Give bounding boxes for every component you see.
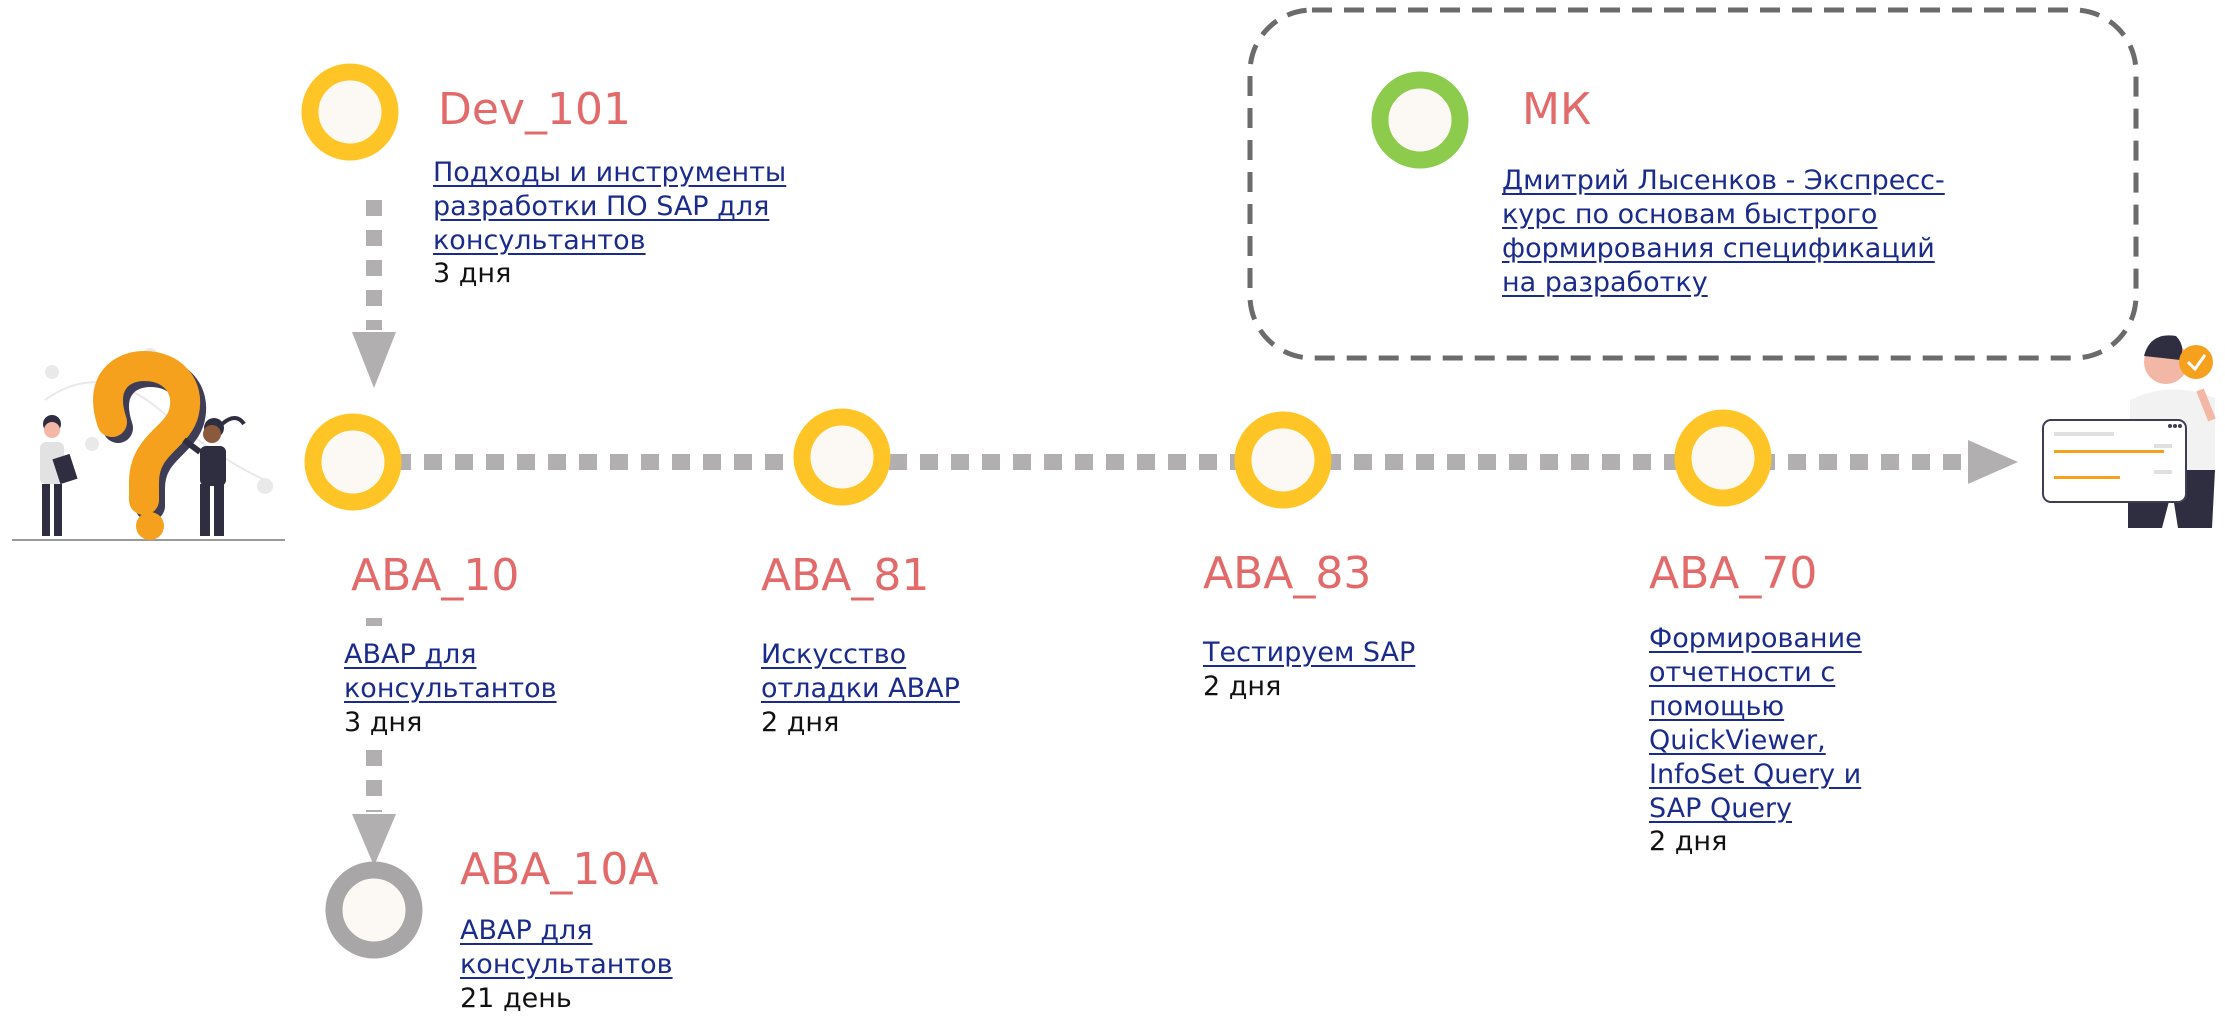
- course-duration-aba10a: 21 день: [460, 983, 572, 1014]
- dev101-node-icon: [301, 63, 399, 161]
- course-link-aba81-line-2: отладки ABAP: [761, 673, 960, 704]
- course-code-mk: МК: [1522, 84, 1592, 135]
- course-link-aba83[interactable]: Тестируем SAP: [1203, 636, 1415, 670]
- course-code-aba70: ABA_70: [1649, 548, 1818, 599]
- course-link-mk-line-1: Дмитрий Лысенков - Экспресс-: [1502, 165, 1945, 196]
- course-code-aba10a: ABA_10A: [460, 844, 659, 895]
- course-link-dev101-line-3: консультантов: [433, 225, 646, 256]
- course-link-mk-line-4: на разработку: [1502, 267, 1708, 298]
- optional-course-frame: [1247, 7, 2139, 361]
- aba10a-node-icon: [325, 861, 423, 959]
- course-link-dev101-line-1: Подходы и инструменты: [433, 157, 787, 188]
- course-link-aba10-line-2: консультантов: [344, 673, 557, 704]
- course-duration-aba83: 2 дня: [1203, 671, 1282, 702]
- course-link-aba10-line-1: ABAP для: [344, 639, 477, 670]
- course-link-aba70-line-1: Формирование: [1649, 623, 1862, 654]
- course-link-aba10a[interactable]: ABAP для консультантов: [460, 914, 673, 982]
- course-link-aba70-line-6: SAP Query: [1649, 793, 1793, 824]
- course-link-aba70-line-2: отчетности с: [1649, 657, 1836, 688]
- course-link-aba10a-line-1: ABAP для: [460, 915, 593, 946]
- course-link-aba70-line-5: InfoSet Query и: [1649, 759, 1862, 790]
- dev101-to-aba10-arrowhead-icon: [352, 332, 396, 388]
- course-duration-dev101: 3 дня: [433, 258, 512, 289]
- course-link-aba70-line-4: QuickViewer,: [1649, 725, 1826, 756]
- course-link-mk-line-3: формирования спецификаций: [1502, 233, 1935, 264]
- course-link-aba70[interactable]: Формирование отчетности с помощью QuickV…: [1649, 622, 1862, 826]
- aba83-node-icon: [1234, 411, 1332, 509]
- course-link-aba10[interactable]: ABAP для консультантов: [344, 638, 557, 706]
- course-code-dev101: Dev_101: [438, 84, 631, 135]
- course-link-mk-line-2: курс по основам быстрого: [1502, 199, 1878, 230]
- course-code-aba83: ABA_83: [1203, 548, 1372, 599]
- mk-node-icon: [1371, 71, 1469, 169]
- course-link-aba10a-line-2: консультантов: [460, 949, 673, 980]
- course-link-dev101[interactable]: Подходы и инструменты разработки ПО SAP …: [433, 156, 786, 258]
- course-duration-aba81: 2 дня: [761, 707, 840, 738]
- person-with-checklist-illustration: [2042, 335, 2216, 528]
- course-code-aba81: ABA_81: [761, 550, 930, 601]
- course-link-aba83-line-1: Тестируем SAP: [1203, 637, 1416, 668]
- course-link-dev101-line-2: разработки ПО SAP для: [433, 191, 770, 222]
- people-with-question-mark-illustration: [12, 348, 285, 541]
- course-link-mk[interactable]: Дмитрий Лысенков - Экспресс- курс по осн…: [1502, 164, 1945, 300]
- aba10-node-icon: [304, 413, 402, 511]
- course-duration-aba70: 2 дня: [1649, 826, 1728, 857]
- aba70-node-icon: [1674, 409, 1772, 507]
- aba81-node-icon: [793, 408, 891, 506]
- aba10-to-aba10a-arrowhead-icon: [352, 814, 396, 866]
- course-link-aba81-line-1: Искусство: [761, 639, 907, 670]
- main-timeline-arrowhead-icon: [1968, 440, 2018, 484]
- course-duration-aba10: 3 дня: [344, 707, 423, 738]
- course-link-aba70-line-3: помощью: [1649, 691, 1785, 722]
- course-code-aba10: ABA_10: [351, 550, 520, 601]
- course-link-aba81[interactable]: Искусство отладки ABAP: [761, 638, 960, 706]
